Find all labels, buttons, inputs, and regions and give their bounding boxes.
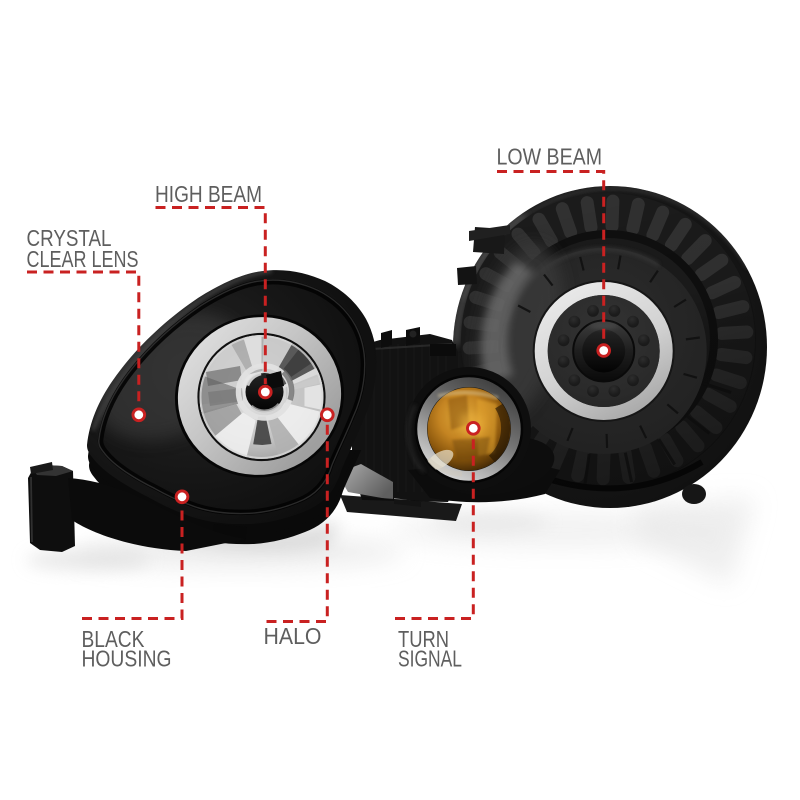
- svg-text:SIGNAL: SIGNAL: [398, 646, 462, 672]
- svg-text:BLACK: BLACK: [82, 626, 146, 652]
- svg-text:HOUSING: HOUSING: [82, 646, 172, 672]
- svg-text:HIGH BEAM: HIGH BEAM: [155, 181, 262, 207]
- svg-text:LOW BEAM: LOW BEAM: [497, 144, 603, 170]
- svg-text:TURN: TURN: [398, 626, 449, 652]
- svg-text:CRYSTAL: CRYSTAL: [27, 225, 112, 251]
- svg-text:HALO: HALO: [264, 623, 322, 649]
- svg-text:CLEAR LENS: CLEAR LENS: [27, 246, 139, 272]
